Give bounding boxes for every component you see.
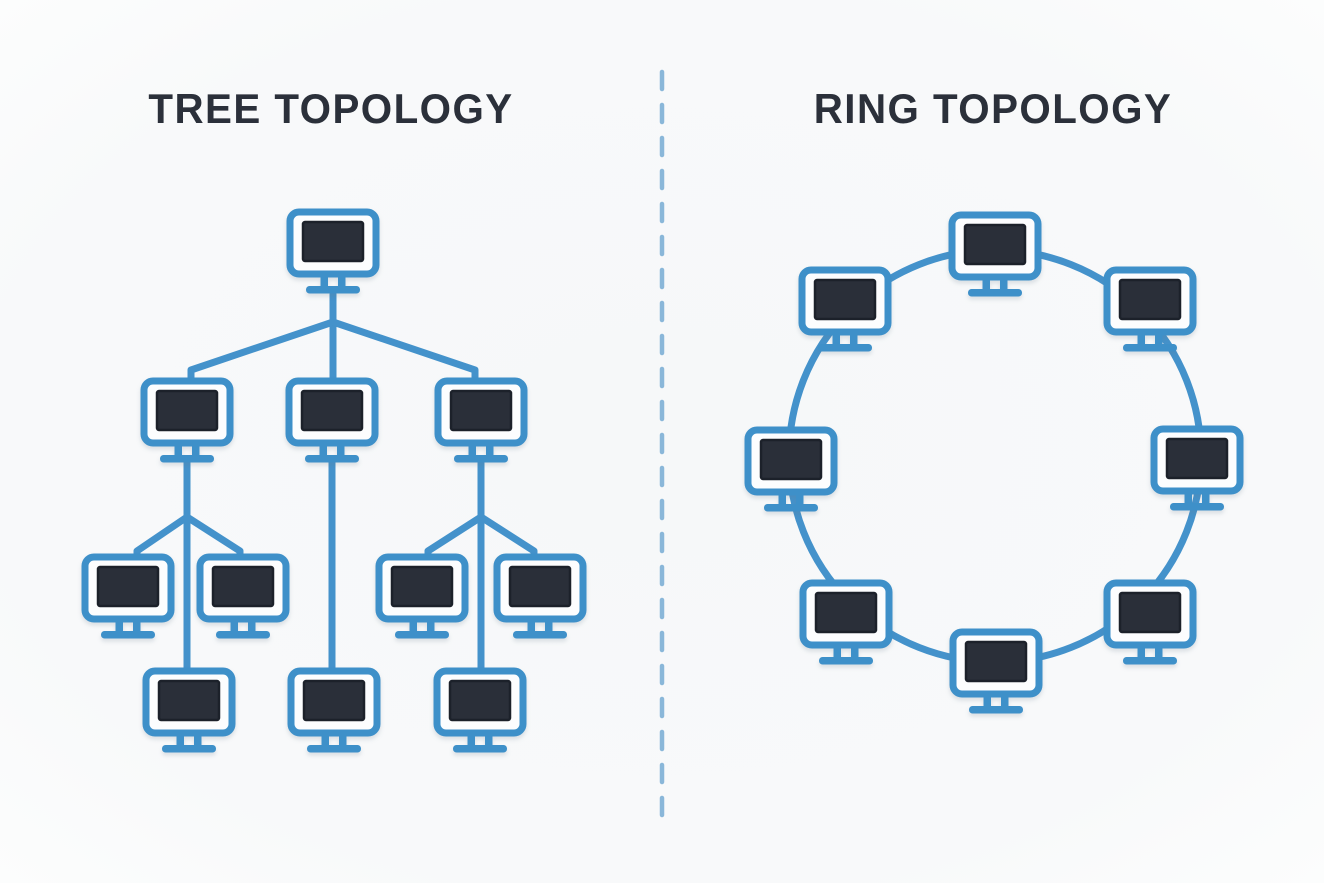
computer-node-leaf-2: [291, 671, 377, 753]
computer-node-grandchild-3: [379, 557, 465, 639]
connection-line: [187, 318, 337, 388]
ring-topology-title: RING TOPOLOGY: [813, 85, 1173, 132]
computer-node-leaf-1: [146, 671, 232, 753]
tree-topology-title: TREE TOPOLOGY: [148, 85, 514, 132]
ring-computer-nodes: [748, 215, 1240, 714]
computer-node-child-2: [289, 381, 375, 463]
computer-node-child-3: [438, 381, 524, 463]
computer-node-ring-lower-right: [1107, 583, 1193, 665]
tree-connection-lines: [133, 290, 538, 680]
computer-node-ring-top: [952, 215, 1038, 297]
computer-node-ring-lower-left: [803, 583, 889, 665]
computer-node-grandchild-4: [497, 557, 583, 639]
computer-node-ring-bottom: [953, 632, 1039, 714]
computer-node-ring-upper-right: [1107, 270, 1193, 352]
computer-node-grandchild-1: [85, 557, 171, 639]
computer-node-grandchild-2: [200, 557, 286, 639]
computer-node-leaf-3: [437, 671, 523, 753]
computer-node-child-1: [144, 381, 230, 463]
connection-line: [329, 318, 479, 388]
computer-node-ring-upper-left: [802, 270, 888, 352]
computer-node-root: [290, 212, 376, 294]
